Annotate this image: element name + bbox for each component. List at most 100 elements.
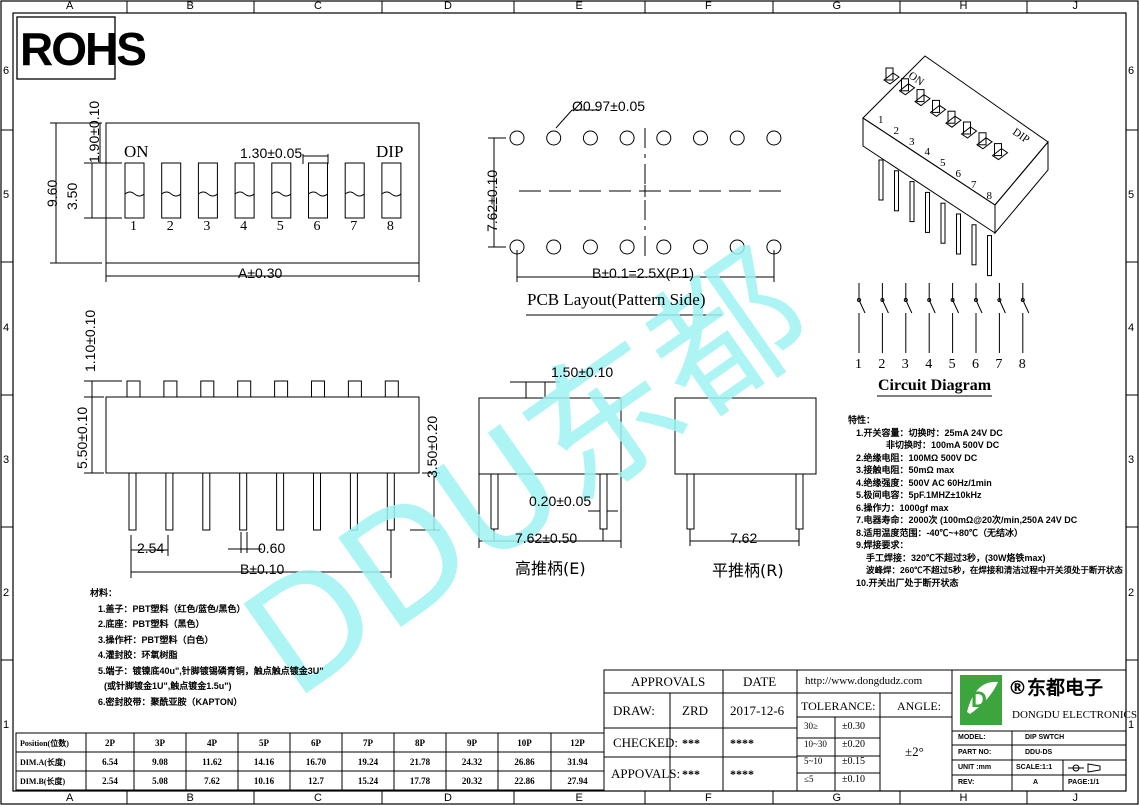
switch-window bbox=[234, 162, 255, 219]
zone-col-label: J bbox=[1072, 792, 1079, 804]
dim-table-cell: 2.54 bbox=[102, 776, 118, 786]
material-line: 2.底座：PBT塑料（黑色） bbox=[98, 619, 205, 629]
circuit-number: 7 bbox=[995, 357, 1003, 372]
pcb-hole bbox=[729, 130, 745, 146]
side-actuator bbox=[311, 380, 325, 398]
zone-col-label: E bbox=[575, 0, 583, 12]
pcb-hole bbox=[509, 130, 525, 146]
dim-table-rowhead: DIM.A(长度) bbox=[20, 758, 66, 767]
tb-drawer: ZRD bbox=[682, 703, 708, 718]
dim-table-cell: 10.16 bbox=[253, 776, 275, 786]
dim-table-cell: 31.94 bbox=[567, 757, 588, 767]
side-pin-dim: 3.50±0.20 bbox=[424, 415, 440, 478]
tb-checked: CHECKED: bbox=[613, 735, 678, 750]
side-pin bbox=[313, 472, 321, 531]
material-line: (或针脚镀金1U",触点镀金1.5u") bbox=[104, 681, 232, 691]
pcb-span-dim: B±0.1=2.5X(P.1) bbox=[592, 265, 694, 281]
tolerance-value: ±0.20 bbox=[842, 738, 865, 750]
rohs-mark: ROHS bbox=[20, 23, 147, 75]
pcb-layout bbox=[488, 109, 782, 316]
zone-col-label: D bbox=[444, 792, 452, 804]
dim-table-cell: 7P bbox=[363, 738, 373, 748]
dim-table-cell: 3P bbox=[155, 738, 165, 748]
circuit-switch bbox=[858, 299, 866, 314]
tolerance-value: ±0.30 bbox=[842, 721, 865, 732]
iso-slot bbox=[929, 104, 947, 118]
material-line: 3.操作杆：PBT塑料（白色） bbox=[98, 634, 214, 645]
zone-col-label: G bbox=[832, 0, 842, 12]
tb-draw: DRAW: bbox=[613, 703, 655, 718]
circuit-switch bbox=[905, 299, 913, 314]
pcb-hole bbox=[582, 239, 598, 255]
specs-head: 特性： bbox=[848, 415, 876, 425]
iso-number: 6 bbox=[955, 168, 962, 180]
tolerance-range: 30≥ bbox=[804, 721, 818, 731]
spec-line: 2.绝缘电阻：100MΩ 500V DC bbox=[856, 452, 978, 463]
pcb-hole bbox=[546, 239, 562, 255]
tb-checked-sign: *** bbox=[682, 736, 700, 750]
materials-head: 材料： bbox=[90, 588, 118, 598]
side-actuator bbox=[163, 380, 178, 398]
zone-col-label: A bbox=[66, 792, 74, 804]
pcb-hole bbox=[619, 130, 635, 146]
dim-table-cell: 5P bbox=[259, 738, 269, 748]
switch-number: 7 bbox=[350, 219, 358, 234]
iso-pin bbox=[956, 213, 961, 255]
tall-actuator-view bbox=[478, 381, 622, 548]
tb-angle: ANGLE: bbox=[897, 699, 941, 713]
dim-table-rowhead: Position(位数) bbox=[20, 739, 69, 748]
iso-slot bbox=[883, 72, 900, 85]
pcb-hole bbox=[619, 239, 635, 255]
zone-row-label: 5 bbox=[1128, 189, 1135, 201]
tall-act-dim: 1.50±0.10 bbox=[551, 364, 614, 380]
switch-number: 2 bbox=[166, 219, 174, 234]
iso-slot bbox=[976, 137, 993, 150]
tb-rev-key: REV: bbox=[958, 779, 975, 786]
tb-draw-date: 2017-12-6 bbox=[730, 703, 785, 718]
zone-col-label: F bbox=[705, 792, 712, 804]
switch-window bbox=[271, 162, 292, 219]
tb-brand-cn: ®东都电子 bbox=[1008, 677, 1104, 699]
zone-col-label: H bbox=[959, 0, 968, 12]
iso-number: 5 bbox=[940, 157, 946, 170]
iso-actuator bbox=[963, 121, 971, 135]
iso-pin bbox=[925, 191, 930, 233]
zone-col-label: C bbox=[314, 792, 322, 804]
tb-approvals: APPROVALS bbox=[631, 674, 706, 689]
top-top-dim: 1.90±0.10 bbox=[86, 100, 102, 163]
iso-actuator bbox=[901, 78, 909, 92]
circuit-switch bbox=[998, 299, 1006, 314]
switch-knob bbox=[124, 191, 145, 197]
circuit-number: 2 bbox=[878, 357, 886, 372]
side-pin bbox=[239, 472, 248, 531]
dim-table-cell: 5.08 bbox=[152, 776, 168, 786]
switch-knob bbox=[381, 191, 402, 197]
switch-number: 1 bbox=[130, 219, 137, 234]
switch-number: 6 bbox=[313, 219, 321, 234]
pcb-hole bbox=[582, 130, 598, 146]
pcb-hole bbox=[656, 130, 672, 146]
circuit-switch bbox=[1022, 299, 1030, 314]
circuit-title: Circuit Diagram bbox=[878, 377, 992, 394]
side-p1-dim: 2.54 bbox=[137, 540, 165, 556]
side-actuator bbox=[237, 380, 252, 398]
dim-table-cell: 22.86 bbox=[514, 776, 535, 786]
circuit-switch bbox=[975, 299, 983, 314]
material-line: 4.灌封胶：环氧树脂 bbox=[98, 650, 178, 660]
dim-table-cell: 16.70 bbox=[305, 757, 327, 767]
iso-slot bbox=[945, 115, 962, 128]
pcb-hole bbox=[546, 130, 562, 146]
zone-col-label: C bbox=[314, 0, 322, 12]
circuit-switch bbox=[881, 299, 889, 314]
tb-brand-en: DONGDU ELECTRONICS bbox=[1012, 709, 1137, 721]
material-line: 5.端子：镀镍底40u",针脚镀锡磷青铜，触点触点镀金3U" bbox=[98, 665, 324, 676]
dim-table-cell: 8P bbox=[415, 738, 425, 748]
iso-number: 7 bbox=[971, 178, 977, 191]
circuit-number: 5 bbox=[948, 357, 956, 372]
tb-date: DATE bbox=[743, 674, 777, 689]
materials-notes: 材料： 1.盖子：PBT塑料（红色/蓝色/黑色） 2.底座：PBT塑料（黑色） … bbox=[90, 586, 324, 710]
tb-page: PAGE:1/1 bbox=[1068, 779, 1100, 786]
switch-window bbox=[124, 162, 145, 219]
tb-part-val: DDU-DS bbox=[1025, 749, 1053, 756]
